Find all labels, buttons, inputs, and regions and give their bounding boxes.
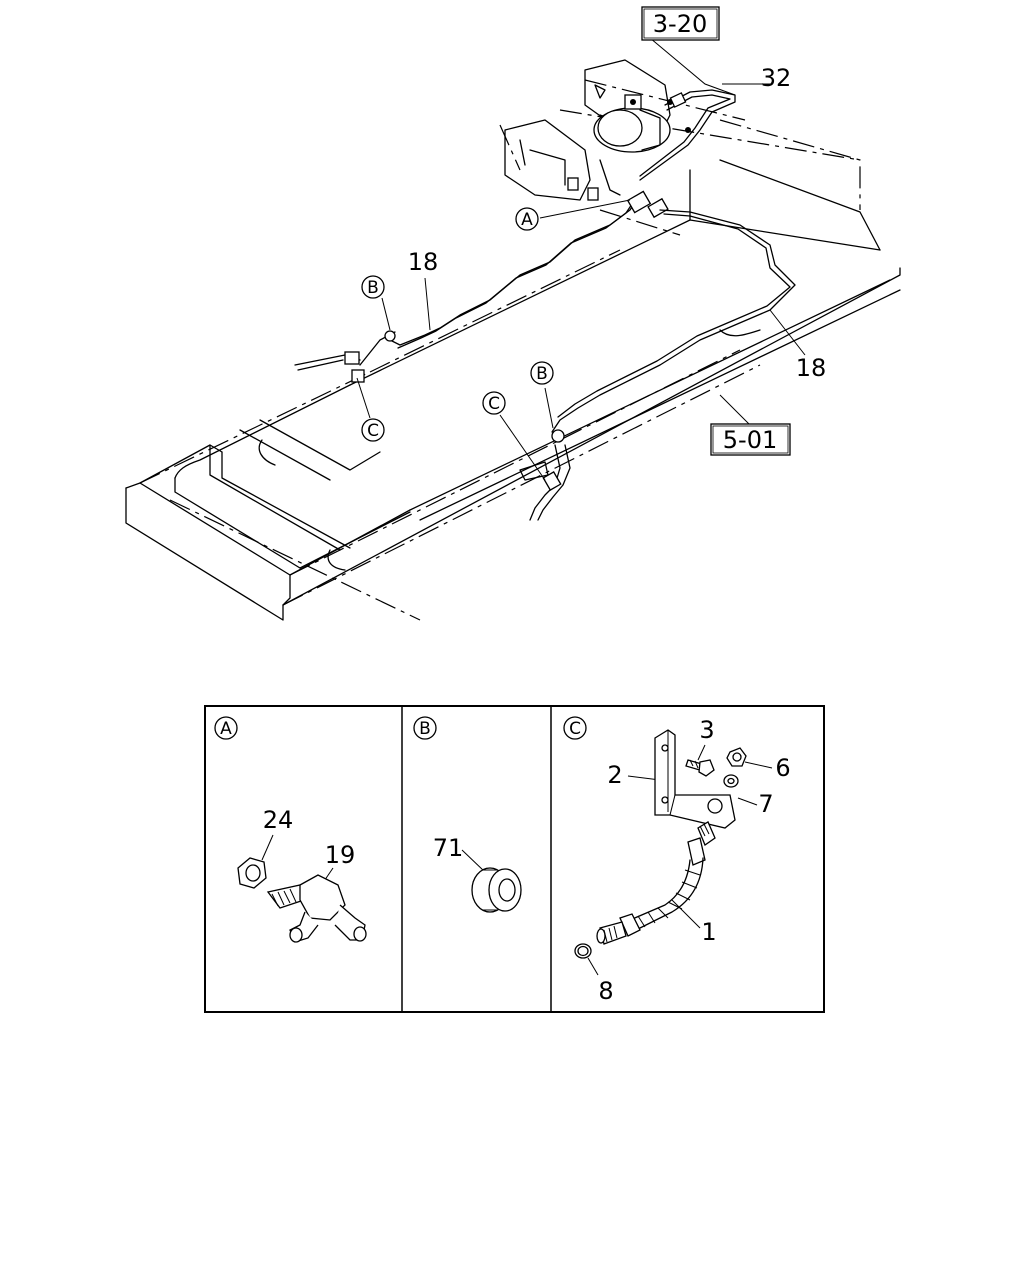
panel-C-marker: C: [563, 716, 587, 740]
bolt-3-drawing: [685, 759, 715, 777]
svg-text:A: A: [521, 210, 533, 230]
washer-7-drawing: [723, 774, 739, 788]
callout-2: 2: [607, 761, 622, 789]
marker-B-right: B: [530, 361, 554, 385]
callout-32: 32: [761, 64, 792, 92]
bracket-assembly-drawing: [504, 59, 691, 201]
marker-C-left: C: [361, 418, 385, 442]
detail-panel-B: B 71: [413, 716, 522, 913]
svg-text:A: A: [220, 719, 232, 739]
panel-A-marker: A: [214, 716, 238, 740]
callout-7: 7: [758, 790, 773, 818]
detail-panel-A: A 24 19: [214, 716, 367, 943]
callout-8: 8: [598, 977, 613, 1005]
marker-B-left: B: [361, 275, 385, 299]
reference-box-5-01[interactable]: 5-01: [710, 423, 791, 456]
detail-panels-frame: [204, 705, 825, 1013]
marker-C-right: C: [482, 391, 506, 415]
right-hose-assembly: [519, 429, 571, 521]
brake-pipe-32: [639, 89, 736, 181]
callout-19: 19: [325, 841, 356, 869]
chassis-frame-drawing: [125, 79, 901, 621]
callout-18-top: 18: [408, 248, 439, 276]
svg-text:C: C: [367, 421, 379, 441]
o-ring-8-drawing: [574, 943, 592, 959]
nut-24-drawing: [237, 857, 267, 889]
svg-text:B: B: [367, 278, 379, 298]
panel-B-marker: B: [413, 716, 437, 740]
callout-24: 24: [263, 806, 294, 834]
ref-5-01-label: 5-01: [723, 426, 777, 454]
detail-panel-C: C 3 6 2 7 1 8: [563, 716, 791, 1005]
hose-1-drawing: [596, 821, 716, 945]
svg-text:C: C: [488, 394, 500, 414]
bracket-2-drawing: [654, 729, 736, 829]
leader-lines-main: [356, 37, 806, 481]
svg-text:B: B: [419, 719, 431, 739]
brake-pipe-18-lower: [551, 209, 796, 433]
callout-18-right: 18: [796, 354, 827, 382]
svg-text:B: B: [536, 364, 548, 384]
callout-3: 3: [699, 716, 714, 744]
callout-1: 1: [701, 918, 716, 946]
callout-6: 6: [775, 754, 790, 782]
ref-3-20-label: 3-20: [653, 10, 707, 38]
tee-fitting-19-drawing: [266, 874, 367, 943]
svg-text:C: C: [569, 719, 581, 739]
brake-pipe-18-upper: [389, 190, 669, 349]
marker-A-main: A: [515, 207, 539, 231]
left-hose-assembly: [294, 330, 396, 383]
reference-box-3-20[interactable]: 3-20: [641, 6, 720, 41]
grommet-71-drawing: [471, 867, 522, 913]
nut-6-drawing: [726, 747, 747, 767]
callout-71: 71: [433, 834, 464, 862]
